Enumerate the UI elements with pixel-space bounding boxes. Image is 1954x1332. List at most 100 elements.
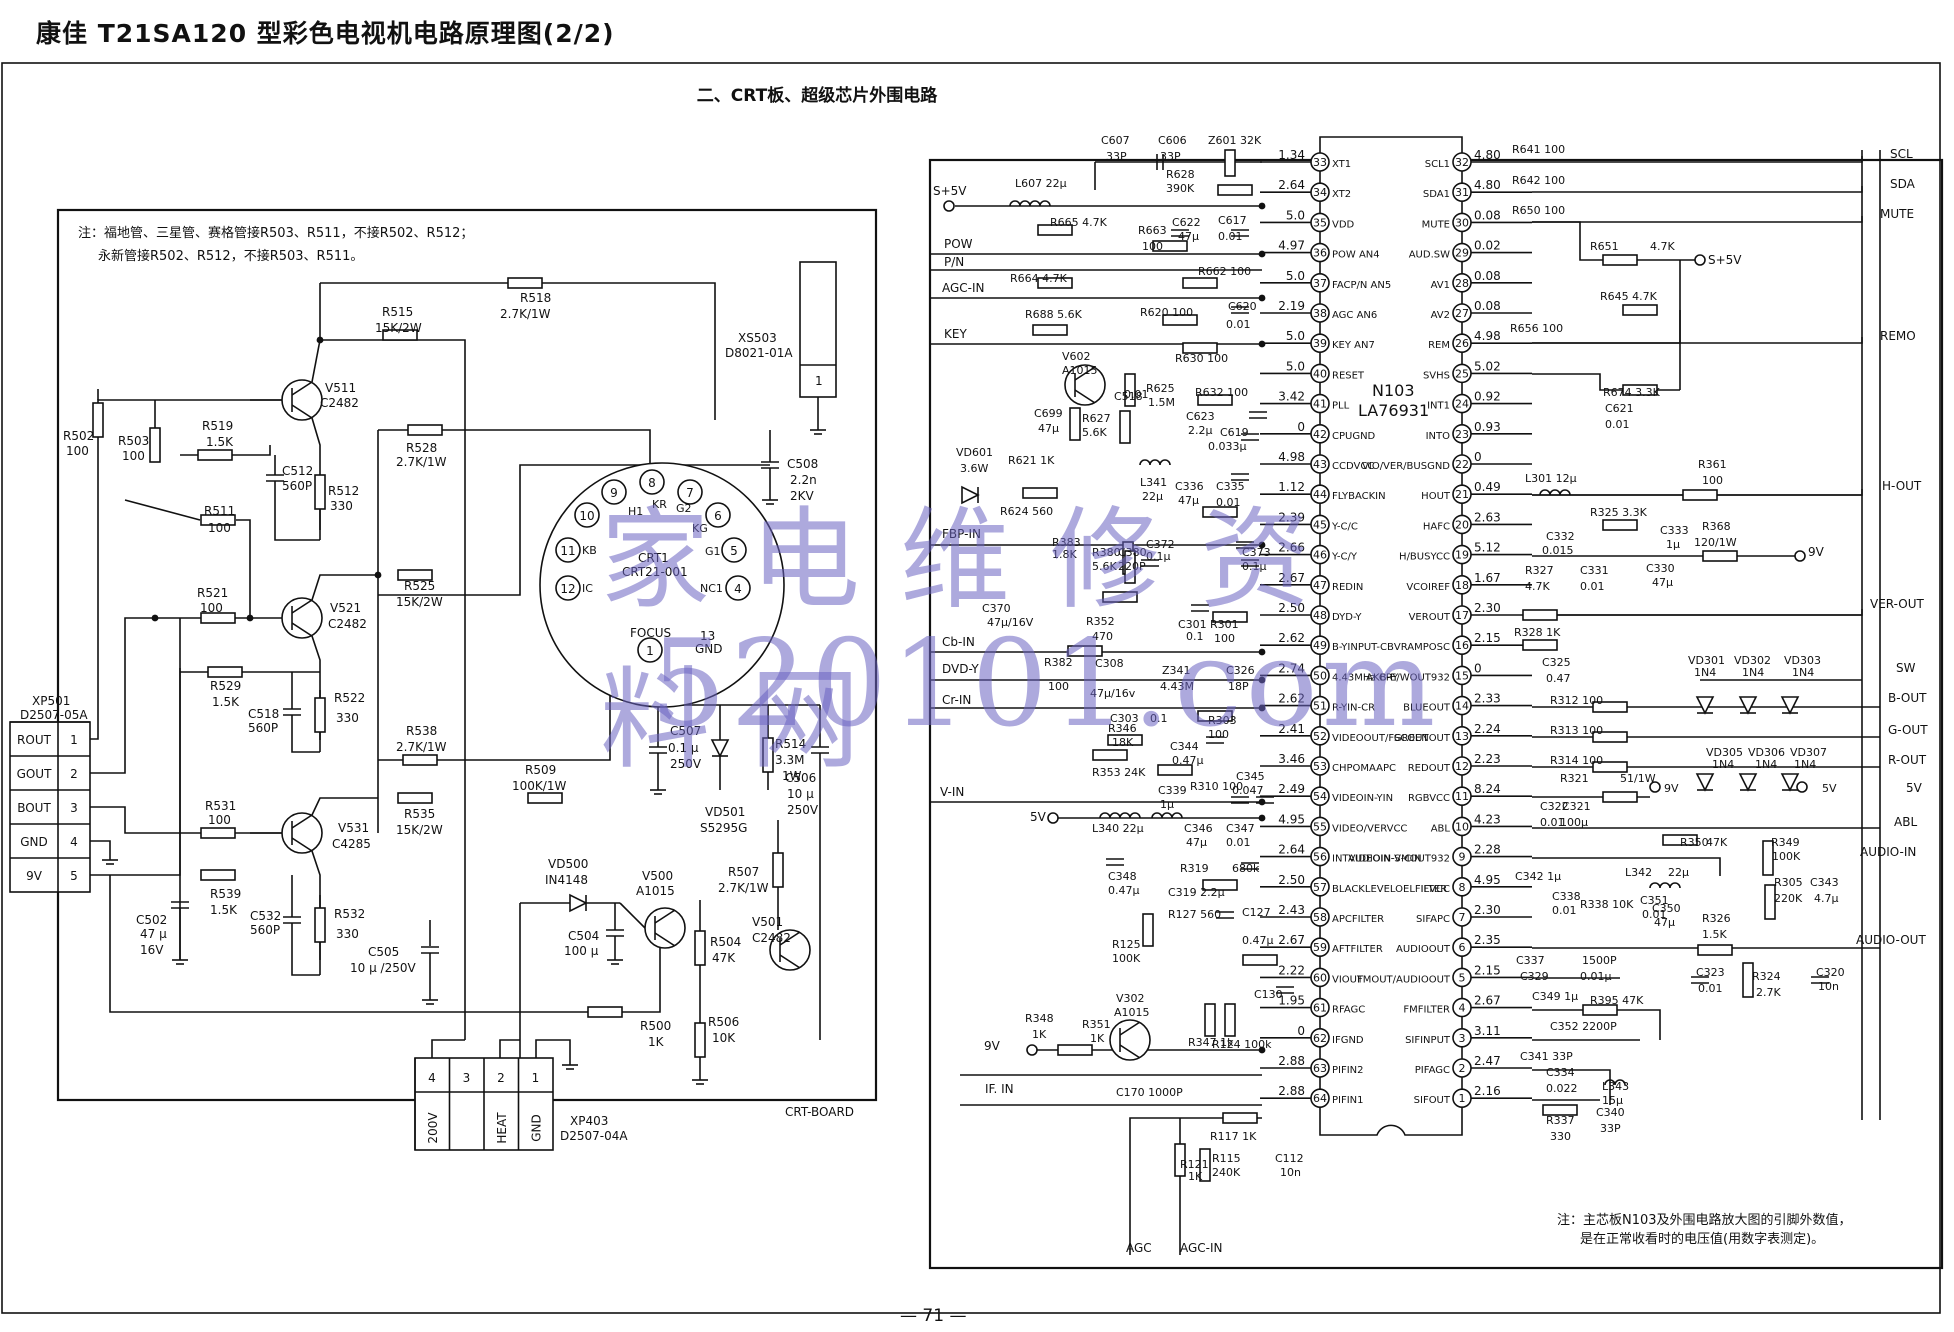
chip-pin-number: 25 — [1455, 367, 1469, 380]
chip-component-c607v: 33P — [1106, 150, 1127, 163]
inductor — [1139, 459, 1171, 466]
crt-pin-number: 7 — [686, 486, 694, 500]
chip-pin — [1310, 665, 1330, 686]
chip-pin-name: BLUEOUT — [1403, 703, 1451, 714]
chip-pin — [1310, 725, 1330, 746]
chip-component-c321v: 100μ — [1560, 816, 1588, 829]
chip-pin-number: 50 — [1313, 669, 1327, 682]
chip-pin-number: 63 — [1313, 1062, 1327, 1075]
terminal — [1796, 781, 1808, 793]
transistor — [291, 599, 313, 614]
chip-pin-number: 29 — [1455, 247, 1469, 260]
chip-la76931 — [1319, 136, 1463, 1136]
xp403-pin-number: 2 — [497, 1071, 505, 1085]
left-board-label-r511v: 100 — [208, 521, 231, 535]
chip-pin-voltage: 1.67 — [1474, 571, 1501, 585]
chip-component-r351v: 1K — [1090, 1032, 1105, 1045]
diode — [1738, 696, 1758, 715]
chip-component-c350v: 47μ — [1654, 916, 1675, 929]
left-signal-agcin: AGC-IN — [942, 281, 985, 295]
diode — [1780, 696, 1800, 715]
left-board-label-xs1: 1 — [815, 374, 823, 388]
left-board-label-r515: R515 — [382, 305, 413, 319]
resistor — [1602, 791, 1638, 803]
wire — [619, 902, 646, 929]
chip-pin — [1452, 816, 1472, 837]
chip-pin-number: 28 — [1455, 277, 1469, 290]
left-board-label-v531: V531 — [338, 821, 369, 835]
wire — [124, 499, 201, 521]
crt-pin-number: 9 — [610, 486, 618, 500]
left-board-label-c512v: 560P — [282, 479, 312, 493]
chip-pin-number: 60 — [1313, 971, 1327, 984]
chip-pin-number: 58 — [1313, 911, 1327, 924]
chip-pin-number: 59 — [1313, 941, 1327, 954]
chip-pin-name: POW AN4 — [1332, 250, 1380, 261]
left-signal-fbpin: FBP-IN — [942, 527, 981, 541]
chip-pin-voltage: 4.80 — [1474, 148, 1501, 162]
diode — [1695, 696, 1715, 715]
left-board-label-c502v: 47 μ — [140, 927, 167, 941]
left-board-label-r519v: 1.5K — [206, 435, 234, 449]
chip-component-c329v: 0.01μ — [1580, 970, 1612, 983]
left-board-label-c508: C508 — [787, 457, 818, 471]
chip-pin-name: PIFIN2 — [1332, 1065, 1364, 1076]
chip-pin-name: VEROUT — [1409, 612, 1451, 623]
crt-pin-label: KR — [652, 498, 667, 511]
chip-pin-number: 8 — [1459, 881, 1466, 894]
left-board-label-v521v: C2482 — [328, 617, 367, 631]
chip-component-c343v: 4.7μ — [1814, 892, 1839, 905]
junction-dot — [374, 571, 382, 579]
chip-pin — [1310, 544, 1330, 565]
chip-component-c623: C623 — [1186, 410, 1215, 423]
chip-component-c346v: 47μ — [1186, 836, 1207, 849]
left-board-label-v511: V511 — [325, 381, 356, 395]
watermark-bottom: 520101.com — [650, 615, 1440, 754]
chip-component-c322v: 0.01 — [1540, 816, 1565, 829]
chip-pin — [1310, 1058, 1330, 1078]
chip-component-c607: C607 — [1101, 134, 1130, 147]
chip-component-c323v: 0.01 — [1698, 982, 1723, 995]
chip-pin — [1452, 454, 1472, 474]
left-board-label-r528: R528 — [406, 441, 437, 455]
left-board-label-c512: C512 — [282, 464, 313, 478]
chip-pin-number: 57 — [1313, 881, 1327, 894]
chip-pin-number: 2 — [1459, 1062, 1466, 1075]
chip-pin-name: INTVIDEOIN-S-CIN — [1332, 854, 1422, 865]
transistor — [281, 379, 323, 421]
right-signal-5v: 5V — [1906, 781, 1923, 795]
chip-component-c301: C301 — [1178, 618, 1207, 631]
chip-component-in4d: 1N4 — [1712, 758, 1734, 771]
page-number: — 71 — — [900, 1306, 967, 1326]
chip-pin-voltage: 0.92 — [1474, 390, 1501, 404]
chip-component-c623v: 2.2μ — [1188, 424, 1213, 437]
chip-pin-number: 19 — [1455, 549, 1469, 562]
chip-component-r621: R621 1K — [1008, 454, 1055, 467]
chip-pin-name: SDA1 — [1423, 189, 1450, 200]
resistor — [1037, 224, 1073, 236]
left-board-label-c507w: 250V — [670, 757, 702, 771]
chip-pin — [1310, 423, 1330, 444]
chip-component-r327v: 4.7K — [1525, 580, 1550, 593]
chip-component-r303v: 100 — [1208, 728, 1229, 741]
left-board-label-r502: R502 — [63, 429, 94, 443]
chip-pin-name: AUDIOOUT — [1396, 944, 1451, 955]
chip-pin-name: IFGND — [1332, 1035, 1364, 1046]
chip-pin — [1452, 635, 1472, 656]
left-board-label-c504v: 100 μ — [564, 944, 599, 958]
chip-component-c348v: 0.47μ — [1108, 884, 1140, 897]
resistor — [314, 697, 326, 733]
chip-component-r325: R325 3.3K — [1590, 506, 1648, 519]
crt-pin-label: KB — [582, 544, 597, 557]
section-title: 二、CRT板、超级芯片外围电路 — [697, 85, 938, 106]
chip-pin-name: SIFOUT — [1414, 1095, 1451, 1106]
xp501-pin-number: 2 — [70, 767, 78, 781]
chip-component-r313: R313 100 — [1550, 724, 1603, 737]
chip-pin-voltage: 0.49 — [1474, 480, 1501, 494]
resistor — [1592, 731, 1628, 743]
resistor — [1162, 314, 1198, 326]
chip-pin — [1452, 303, 1472, 323]
chip-pin — [1452, 212, 1472, 233]
left-board-label-c502w: 16V — [140, 943, 164, 957]
chip-pin-number: 18 — [1455, 579, 1469, 592]
